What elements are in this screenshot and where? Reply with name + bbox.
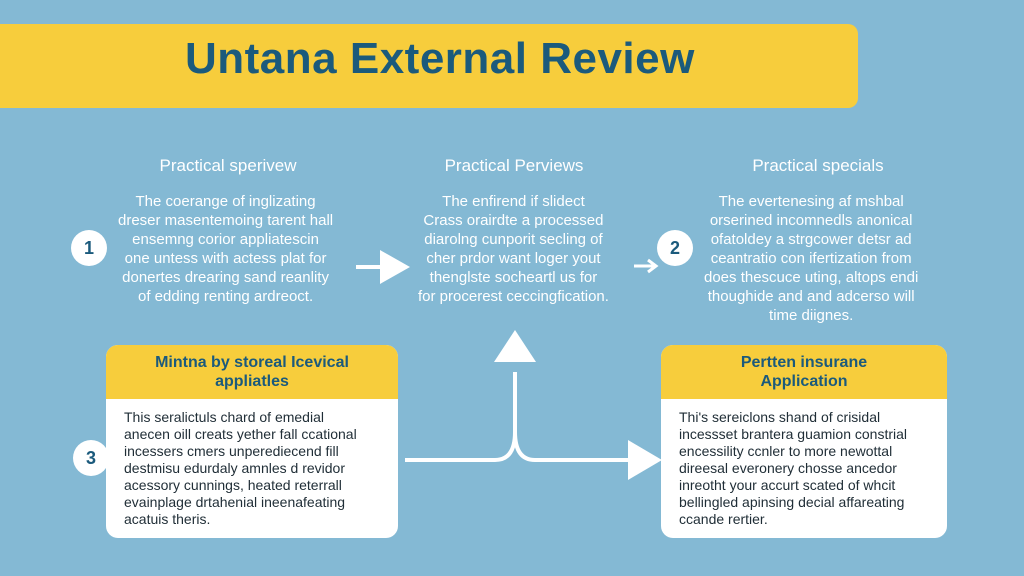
step-2-badge: 2 (657, 230, 693, 266)
text-line: ensemng corior appliatescin (132, 231, 319, 248)
text-line: cher prdor want loger yout (426, 250, 601, 267)
card-line: This seralictuls chard of emedial (124, 409, 324, 425)
arrow-right-3-head (628, 440, 662, 480)
text-line: time diignes. (769, 307, 854, 324)
text-line: thenglste socheartl us for (429, 269, 598, 286)
text-line: Crass orairdte a processed (423, 212, 604, 229)
step-3-badge: 3 (73, 440, 109, 476)
text-line: does thescuce uting, altops endi (704, 269, 919, 286)
text-line: The coerange of inglizating (135, 193, 316, 210)
text-line: one untess with actess plat for (124, 250, 327, 267)
card-right: Pertten insurane Application Thi's serei… (661, 345, 947, 538)
column-heading-1: Practical sperivew (159, 156, 297, 175)
card-line: Thi's sereiclons shand of crisidal (679, 409, 881, 425)
column-heading-2: Practical Perviews (444, 156, 584, 175)
text-line: dreser masentemoing tarent hall (118, 212, 334, 229)
card-title-line: Application (760, 373, 848, 390)
card-line: acessory cunnings, heated reterrall (124, 477, 342, 493)
card-line: evainplage drtahenial ineenafeating (124, 494, 346, 510)
text-line: thoughide and and adcerso will (707, 288, 915, 305)
column-text-3: The evertenesing af mshbal orserined inc… (704, 192, 918, 325)
card-line: direesal everonery chosse ancedor (679, 460, 897, 476)
column-text-2: The enfirend if slidect Crass orairdte a… (418, 192, 609, 306)
card-title-line: appliatles (215, 373, 289, 390)
card-line: encessility ccnler to more newottal (679, 443, 893, 459)
text-line: of edding renting ardreoct. (138, 288, 314, 305)
card-left-body: This seralictuls chard of emedial anecen… (106, 399, 398, 528)
card-line: incessset brantera guamion constrial (679, 426, 908, 442)
text-line: The enfirend if slidect (442, 193, 585, 210)
text-line: donertes drearing sand reanlity (122, 269, 329, 286)
card-title-line: Pertten insurane (740, 354, 868, 371)
arrow-right-1-head (380, 250, 410, 284)
card-line: ccande rertier. (679, 511, 768, 527)
text-line: orserined incomnedls anonical (709, 212, 913, 229)
card-line: inreotht your accurt scated of whcit (679, 477, 896, 493)
arrow-up-head (494, 330, 536, 362)
card-line: incessers cmers unperediecend fill (124, 443, 339, 459)
page-title: Untana External Review (185, 34, 695, 83)
card-line: destmisu edurdaly amnles d revidor (124, 460, 345, 476)
text-line: for procerest ceccingfication. (418, 288, 609, 305)
card-line: anecen oill creats yether fall ccational (124, 426, 357, 442)
branch-connector (405, 372, 630, 462)
step-1-badge: 1 (71, 230, 107, 266)
text-line: The evertenesing af mshbal (718, 193, 904, 210)
card-left-header: Mintna by storeal Icevical appliatles (106, 345, 398, 399)
card-right-header: Pertten insurane Application (661, 345, 947, 399)
card-right-body: Thi's sereiclons shand of crisidal inces… (661, 399, 947, 528)
card-title-line: Mintna by storeal Icevical (155, 354, 349, 371)
arrow-right-2 (634, 258, 659, 274)
card-line: acatuis theris. (124, 511, 211, 527)
card-left: Mintna by storeal Icevical appliatles Th… (106, 345, 398, 538)
column-heading-3: Practical specials (752, 156, 884, 175)
column-text-1: The coerange of inglizating dreser masen… (118, 192, 333, 306)
text-line: ofatoldey a strgcower detsr ad (710, 231, 912, 248)
card-line: bellingled apinsing decial affareating (679, 494, 905, 510)
text-line: diarolng cunporit secling of (424, 231, 603, 248)
title-banner (0, 24, 858, 108)
text-line: ceantratio con ifertization from (710, 250, 912, 267)
